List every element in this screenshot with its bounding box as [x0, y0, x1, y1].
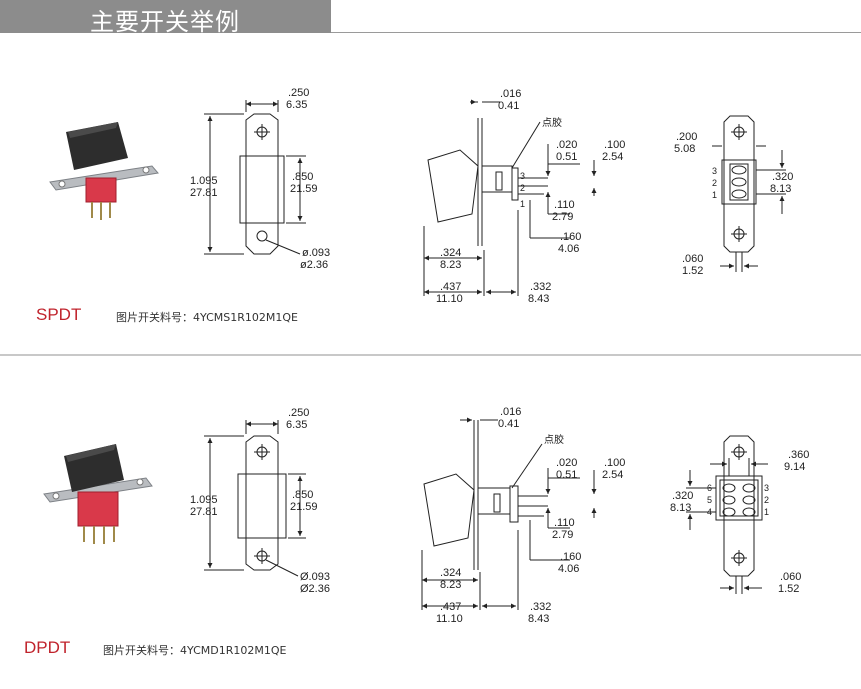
side-view-dpdt	[421, 417, 597, 610]
dim-body-mm: 21.59	[290, 183, 318, 195]
dim-g-in: .332	[530, 281, 551, 293]
dim-e-mm: 8.23	[440, 579, 461, 591]
front-view-spdt	[204, 100, 306, 255]
part-number-spdt: 图片开关料号：4YCMS1R102M1QE	[116, 309, 298, 325]
dim-w-in: .200	[676, 131, 697, 143]
pin-label-1: 1	[764, 507, 769, 517]
dim-s-in: .060	[682, 253, 703, 265]
dim-body-in: .850	[292, 489, 313, 501]
dim-s-in: .060	[780, 571, 801, 583]
dim-hole-mm: ø2.36	[300, 259, 328, 271]
switch-photo-dpdt	[43, 444, 153, 544]
dim-e-mm: 8.23	[440, 259, 461, 271]
dim-d-in: .160	[560, 551, 581, 563]
dim-d-mm: 4.06	[558, 243, 579, 255]
dim-height-in: 1.095	[190, 494, 218, 506]
part-number-dpdt: 图片开关料号：4YCMD1R102M1QE	[103, 642, 287, 658]
header-bar	[0, 0, 331, 33]
dim-s-mm: 1.52	[682, 265, 703, 277]
side-view-spdt	[423, 99, 597, 296]
dim-width-in: .250	[288, 87, 309, 99]
pin-label-1: 1	[520, 199, 525, 209]
dim-p-mm: 8.13	[670, 502, 691, 514]
dim-b-in: .100	[604, 139, 625, 151]
dim-d-mm: 4.06	[558, 563, 579, 575]
dim-g-mm: 8.43	[528, 293, 549, 305]
pin-label-3: 3	[520, 171, 525, 181]
dim-thickness-mm: 0.41	[498, 418, 519, 430]
dim-width-mm: 6.35	[286, 99, 307, 111]
pin-label-4: 4	[707, 507, 712, 517]
switch-photo-spdt	[49, 122, 159, 220]
variant-label-spdt: SPDT	[36, 305, 82, 324]
dim-thickness-mm: 0.41	[498, 100, 519, 112]
dim-w-mm: 5.08	[674, 143, 695, 155]
pin-label-2: 2	[520, 183, 525, 193]
pin-label-6: 6	[707, 483, 712, 493]
dim-hole-in: ø.093	[302, 247, 330, 259]
variant-label-dpdt: DPDT	[24, 638, 71, 657]
part-code: 4YCMD1R102M1QE	[180, 644, 287, 657]
dim-body-in: .850	[292, 171, 313, 183]
pin-label-3: 3	[764, 483, 769, 493]
pin-label-5: 5	[707, 495, 712, 505]
dim-f-mm: 11.10	[436, 293, 463, 305]
pin-label-3: 3	[712, 166, 717, 176]
dim-a-mm: 0.51	[556, 151, 577, 163]
part-label: 图片开关料号：	[116, 311, 193, 324]
pin-label-2: 2	[764, 495, 769, 505]
dim-a-in: .020	[556, 139, 577, 151]
dim-b-mm: 2.54	[602, 151, 623, 163]
dim-g-mm: 8.43	[528, 613, 549, 625]
page-title: 主要开关举例	[90, 8, 240, 36]
dim-hole-in: Ø.093	[300, 571, 330, 583]
dim-b-in: .100	[604, 457, 625, 469]
section-divider	[0, 354, 861, 356]
bottom-view-spdt	[712, 115, 786, 272]
dim-height-mm: 27.81	[190, 506, 218, 518]
dim-s-mm: 1.52	[778, 583, 799, 595]
dim-f-in: .437	[440, 601, 461, 613]
dim-f-mm: 11.10	[436, 613, 463, 625]
dim-f-in: .437	[440, 281, 461, 293]
part-label: 图片开关料号：	[103, 644, 180, 657]
dim-thickness-in: .016	[500, 88, 521, 100]
dim-body-mm: 21.59	[290, 501, 318, 513]
dim-width-mm: 6.35	[286, 419, 307, 431]
glue-dot-label: 点胶	[544, 433, 564, 446]
dim-d-in: .160	[560, 231, 581, 243]
dim-c-in: .110	[554, 199, 575, 211]
part-code: 4YCMS1R102M1QE	[193, 311, 299, 324]
dim-b-mm: 2.54	[602, 469, 623, 481]
dim-width-in: .250	[288, 407, 309, 419]
dim-c-mm: 2.79	[552, 211, 573, 223]
dim-height-in: 1.095	[190, 175, 218, 187]
dim-height-mm: 27.81	[190, 187, 218, 199]
dim-p-in: .320	[672, 490, 693, 502]
dim-thickness-in: .016	[500, 406, 521, 418]
header-rule	[331, 32, 861, 33]
dim-w-mm: 9.14	[784, 461, 805, 473]
dim-p-in: .320	[772, 171, 793, 183]
dim-c-mm: 2.79	[552, 529, 573, 541]
dim-e-in: .324	[440, 567, 461, 579]
dim-c-in: .110	[554, 517, 575, 529]
glue-dot-label: 点胶	[542, 116, 562, 129]
pin-label-2: 2	[712, 178, 717, 188]
dim-w-in: .360	[788, 449, 809, 461]
dim-a-mm: 0.51	[556, 469, 577, 481]
front-view-dpdt	[204, 420, 306, 577]
dim-e-in: .324	[440, 247, 461, 259]
dim-p-mm: 8.13	[770, 183, 791, 195]
bottom-view-dpdt	[686, 435, 768, 594]
pin-label-1: 1	[712, 190, 717, 200]
dim-hole-mm: Ø2.36	[300, 583, 330, 595]
dim-a-in: .020	[556, 457, 577, 469]
dim-g-in: .332	[530, 601, 551, 613]
